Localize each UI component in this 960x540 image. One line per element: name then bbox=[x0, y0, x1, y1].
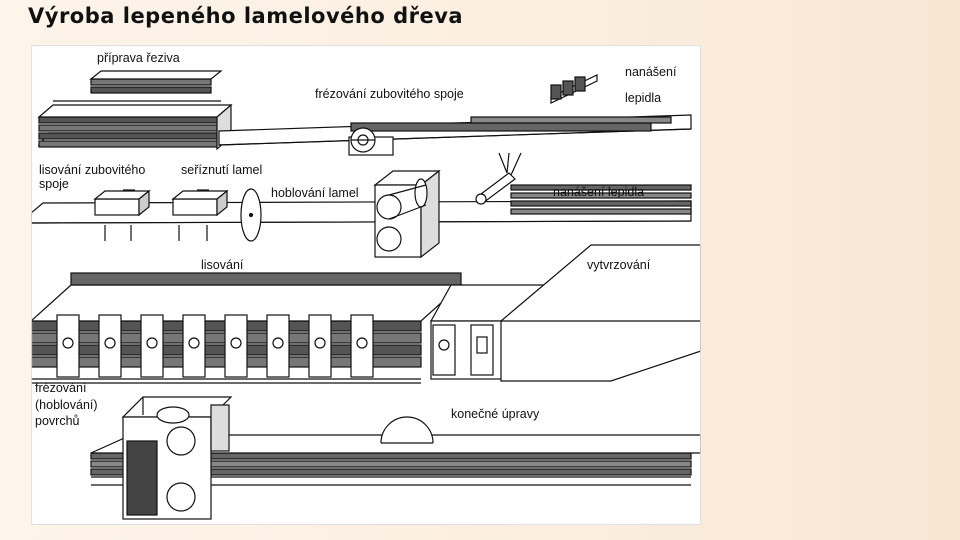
label-lamella-planing: hoblování lamel bbox=[271, 186, 359, 200]
label-finger-joint-milling: frézování zubovitého spoje bbox=[315, 87, 464, 101]
finishing-saw-icon bbox=[380, 416, 434, 444]
label-surface-milling-c: povrchů bbox=[35, 414, 80, 428]
glue-applicator-icon bbox=[550, 74, 598, 104]
label-surface-milling-a: frézování bbox=[35, 381, 87, 395]
surface-planer-icon bbox=[121, 396, 233, 520]
diagram-drawing bbox=[31, 45, 701, 525]
label-pressing: lisování bbox=[201, 258, 244, 272]
label-glue-application-1a: nanášení bbox=[625, 65, 677, 79]
label-finger-joint-pressing-a: lisování zubovitého bbox=[39, 163, 146, 177]
slide-title: Výroba lepeného lamelového dřeva bbox=[28, 4, 464, 28]
label-curing: vytvrzování bbox=[587, 258, 651, 272]
planer-machine-icon bbox=[373, 169, 441, 259]
milling-cutter-icon bbox=[348, 127, 394, 156]
label-lamella-trimming: seříznutí lamel bbox=[181, 163, 263, 177]
press-clamps-icon bbox=[56, 314, 374, 378]
label-glue-application-1b: lepidla bbox=[625, 91, 662, 105]
label-lumber-preparation: příprava řeziva bbox=[97, 51, 180, 65]
saw-blade-icon bbox=[240, 188, 262, 242]
label-finger-joint-pressing-b: spoje bbox=[39, 177, 69, 191]
label-glue-application-2: nanášení lepidla bbox=[553, 185, 645, 199]
finishing-conveyor-icon bbox=[90, 434, 701, 486]
label-final-finishing: konečné úpravy bbox=[451, 407, 540, 421]
curing-chamber-icon bbox=[429, 244, 701, 382]
lumber-stack-icon bbox=[37, 70, 233, 151]
process-diagram: příprava řeziva frézování zubovitého spo… bbox=[31, 45, 701, 525]
glue-feed-icon bbox=[475, 152, 692, 215]
label-surface-milling-b: (hoblování) bbox=[35, 398, 98, 412]
conveyor-belt-icon bbox=[218, 114, 692, 146]
